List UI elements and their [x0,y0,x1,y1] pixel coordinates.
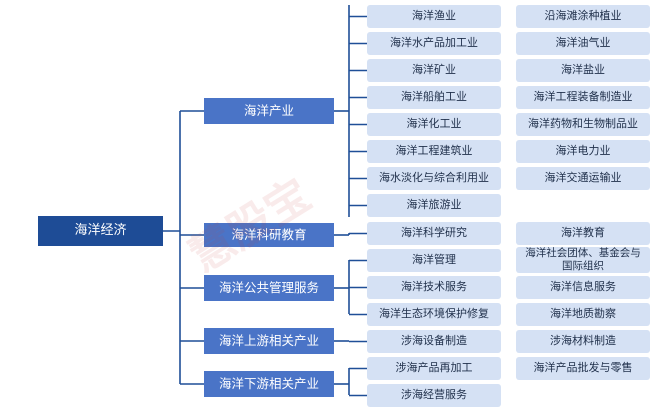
category-research-education: 海洋科研教育 [204,223,334,247]
root-node: 海洋经济 [38,216,163,246]
leaf-item: 海水淡化与综合利用业 [367,167,501,190]
leaf-item: 海洋工程建筑业 [367,140,501,163]
leaf-item: 海洋渔业 [367,5,501,28]
leaf-item: 海洋药物和生物制品业 [516,113,650,136]
leaf-item: 海洋科学研究 [367,222,501,245]
leaf-item: 涉海材料制造 [516,330,650,353]
leaf-item: 沿海滩涂种植业 [516,5,650,28]
leaf-item: 海洋产品批发与零售 [516,357,650,380]
leaf-item: 海洋油气业 [516,32,650,55]
leaf-item: 海洋水产品加工业 [367,32,501,55]
category-public-management: 海洋公共管理服务 [204,275,334,301]
leaf-item: 海洋教育 [516,222,650,245]
leaf-item: 海洋管理 [367,249,501,272]
leaf-item: 海洋工程装备制造业 [516,86,650,109]
leaf-item: 涉海产品再加工 [367,357,501,380]
leaf-item: 涉海经营服务 [367,384,501,407]
leaf-item: 海洋技术服务 [367,276,501,299]
leaf-item: 海洋交通运输业 [516,167,650,190]
leaf-item: 海洋信息服务 [516,276,650,299]
category-marine-industry: 海洋产业 [204,98,334,124]
leaf-item: 海洋社会团体、基金会与国际组织 [516,247,650,273]
leaf-item: 海洋电力业 [516,140,650,163]
leaf-item: 海洋化工业 [367,113,501,136]
category-upstream-industry: 海洋上游相关产业 [204,328,334,354]
leaf-item: 海洋地质勘察 [516,303,650,326]
leaf-item: 海洋盐业 [516,59,650,82]
leaf-item: 海洋旅游业 [367,194,501,217]
leaf-item: 涉海设备制造 [367,330,501,353]
category-downstream-industry: 海洋下游相关产业 [204,371,334,397]
leaf-item: 海洋矿业 [367,59,501,82]
leaf-item: 海洋船舶工业 [367,86,501,109]
leaf-item: 海洋生态环境保护修复 [367,303,501,326]
